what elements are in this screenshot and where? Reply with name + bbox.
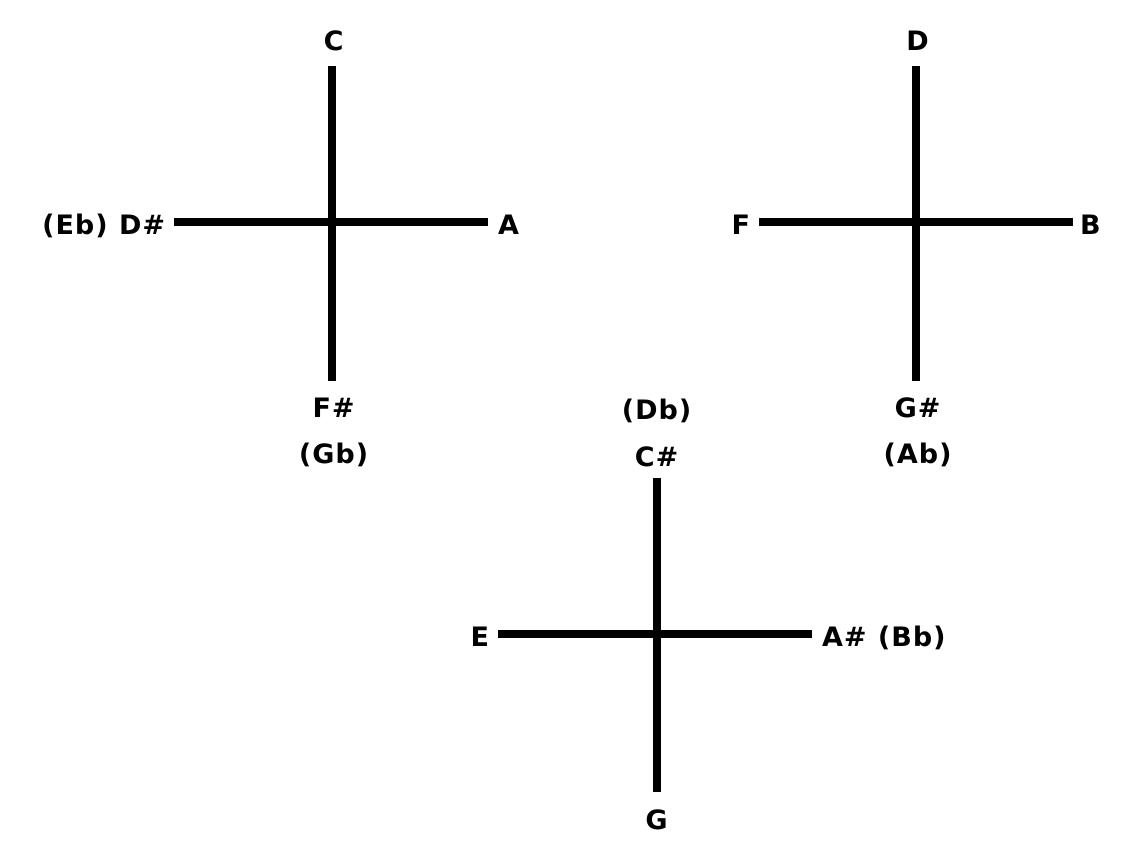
cross-1-left-note: (Eb) D# bbox=[42, 210, 166, 241]
cross-3-right-note: A# (Bb) bbox=[822, 622, 947, 653]
cross-2-bottom-note: G# bbox=[895, 393, 942, 424]
cross-3-top-alt-note: (Db) bbox=[622, 395, 692, 426]
cross-3-top-note: C# bbox=[635, 442, 679, 473]
cross-2-bottom-alt-note: (Ab) bbox=[884, 439, 953, 470]
cross-1-bottom-alt-note: (Gb) bbox=[299, 439, 369, 470]
cross-2-left-note: F bbox=[732, 210, 751, 241]
cross-diagram-1: C A (Eb) D# F# (Gb) bbox=[42, 26, 520, 470]
cross-1-top-note: C bbox=[324, 26, 345, 57]
cross-1-right-note: A bbox=[498, 210, 520, 241]
cross-1-bottom-note: F# bbox=[312, 393, 355, 424]
cross-3-bottom-note: G bbox=[645, 805, 668, 836]
cross-diagram-2: D B F G# (Ab) bbox=[732, 26, 1102, 470]
cross-diagram-3: (Db) C# A# (Bb) E G bbox=[471, 395, 947, 836]
cross-2-top-note: D bbox=[906, 26, 929, 57]
cross-3-left-note: E bbox=[471, 622, 490, 653]
cross-2-right-note: B bbox=[1080, 210, 1102, 241]
